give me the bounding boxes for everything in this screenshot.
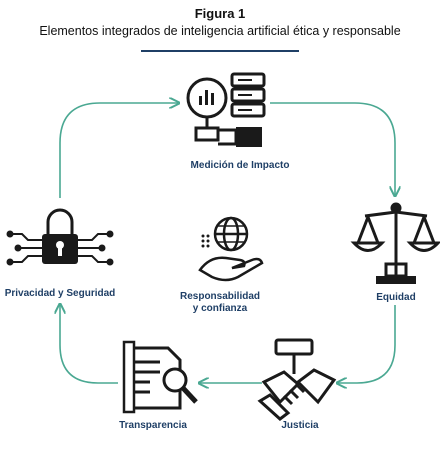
justice-handshake-icon — [257, 338, 337, 421]
arrow-privacy-to-impact — [59, 103, 178, 198]
document-search-icon — [122, 340, 198, 414]
node-label-transparency: Transparencia — [119, 420, 187, 431]
figure-caption: Elementos integrados de inteligencia art… — [39, 24, 401, 38]
center-label-line2: y confianza — [192, 303, 248, 314]
lock-circuit-icon — [6, 208, 114, 266]
arrow-equity-to-justice — [338, 305, 396, 383]
node-label-privacy: Privacidad y Seguridad — [4, 288, 116, 299]
node-label-justice: Justicia — [281, 420, 319, 431]
impact-analysis-icon — [186, 72, 266, 147]
arrow-impact-to-equity — [270, 102, 395, 195]
center-label-line1: Responsabilidad — [179, 291, 260, 302]
hand-globe-icon — [198, 216, 264, 282]
node-label-equity: Equidad — [376, 292, 416, 303]
balance-scale-icon — [350, 202, 440, 284]
node-label-impact: Medición de Impacto — [190, 160, 290, 171]
arrow-transparency-to-privacy — [60, 305, 118, 384]
title-divider — [141, 50, 299, 52]
figure-number: Figura 1 — [194, 6, 246, 21]
